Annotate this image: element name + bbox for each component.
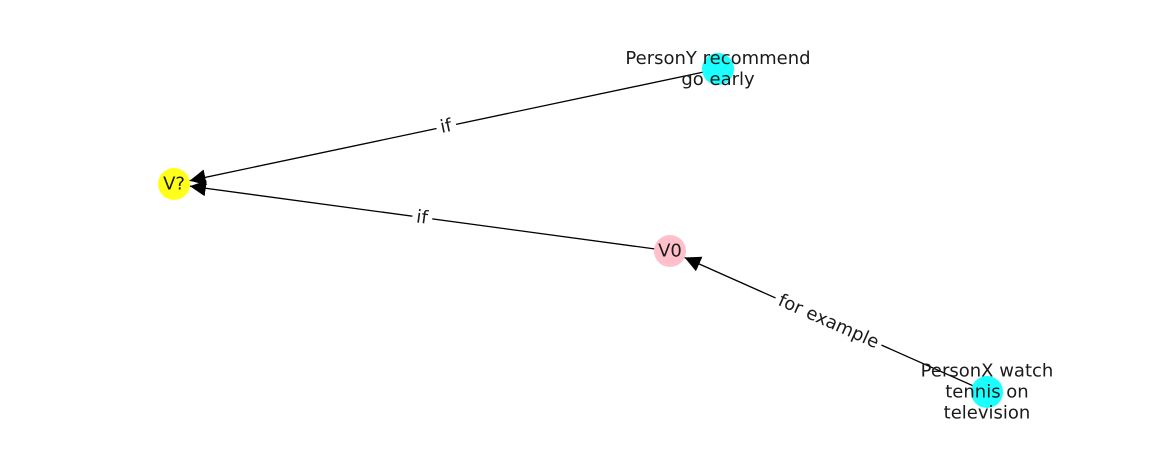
edge-label-background (770, 287, 887, 356)
nodes-layer (158, 53, 1003, 408)
edge-label-background (410, 204, 434, 231)
edge-label-group: if (410, 204, 434, 231)
node-label-v0: V0 (658, 241, 682, 262)
node-label-py: PersonY recommend (625, 48, 810, 69)
node-label-px: tennis on (945, 382, 1028, 403)
edge-label: if (415, 206, 430, 228)
node-label-px: PersonX watch (921, 361, 1054, 382)
edge-label-background (434, 113, 459, 140)
node-vq (158, 168, 190, 200)
node-v0 (654, 235, 686, 267)
edge-label: for example (775, 290, 882, 353)
edge-label: if (438, 115, 454, 138)
node-label-vq: V? (163, 174, 185, 195)
node-label-py: go early (681, 69, 755, 90)
node-label-px: television (944, 403, 1031, 424)
node-py (702, 53, 734, 85)
edge-label-group: for example (770, 287, 887, 356)
node-px (971, 376, 1003, 408)
edge-label-group: if (434, 113, 459, 140)
